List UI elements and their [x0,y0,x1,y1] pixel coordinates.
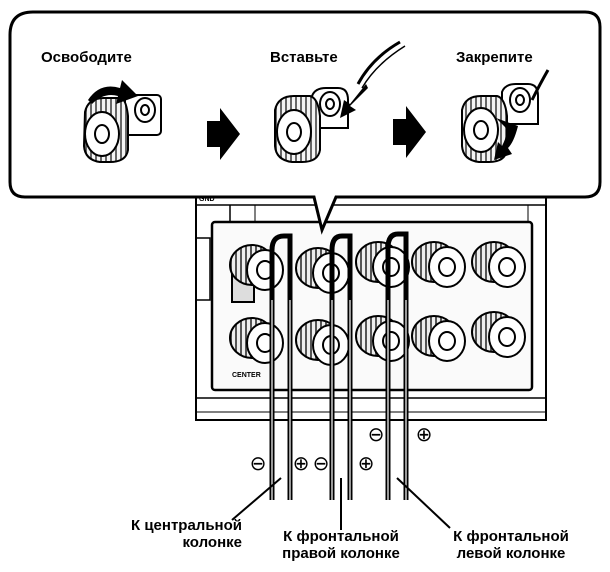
speaker-wires [269,231,409,500]
wire-inner-lines [271,300,407,500]
caption-line: левой колонке [456,545,566,562]
insert-wire-illustration [274,87,349,163]
binding-posts-bottom-row [229,311,526,366]
tighten-terminal-illustration [461,83,539,163]
insert-arrow-icon [340,84,368,118]
caption-leader-lines [231,477,451,530]
minus-symbol: ⊖ [313,451,330,475]
gnd-mark: GND [199,196,215,203]
minus-symbol: ⊖ [250,451,267,475]
caption-line: К фронтальной [283,528,399,545]
next-step-arrow-icon [207,108,240,160]
rotate-clockwise-arrow-icon [494,118,518,160]
caption-front-right-speaker: К фронтальной правой колонке [266,528,416,562]
caption-line: колонке [182,534,242,551]
plus-symbol: ⊕ [358,451,375,475]
step-insert-label: Вставьте [270,49,338,66]
step-loosen-label: Освободите [41,49,132,66]
binding-post [411,315,466,362]
step-tighten-label: Закрепите [456,49,533,66]
next-step-arrow-icon [393,106,426,158]
binding-post [411,241,466,288]
binding-post [471,311,526,358]
loosen-terminal-illustration [82,94,162,163]
plus-symbol: ⊕ [293,451,310,475]
plus-symbol: ⊕ [416,422,433,446]
binding-post [471,241,526,288]
caption-center-speaker: К центральной колонке [92,517,242,551]
caption-line: К фронтальной [453,528,569,545]
center-mark: CENTER [232,372,261,379]
caption-front-left-speaker: К фронтальной левой колонке [436,528,586,562]
receiver-rear-panel [195,189,547,421]
minus-symbol: ⊖ [368,422,385,446]
caption-line: К центральной [131,517,242,534]
wire-end-illustration [356,40,401,85]
polarity-symbols: ⊖ ⊕ ⊖ ⊕ ⊖ ⊕ [250,422,433,475]
rotate-counterclockwise-arrow-icon [88,80,138,104]
caption-line: правой колонке [282,545,400,562]
